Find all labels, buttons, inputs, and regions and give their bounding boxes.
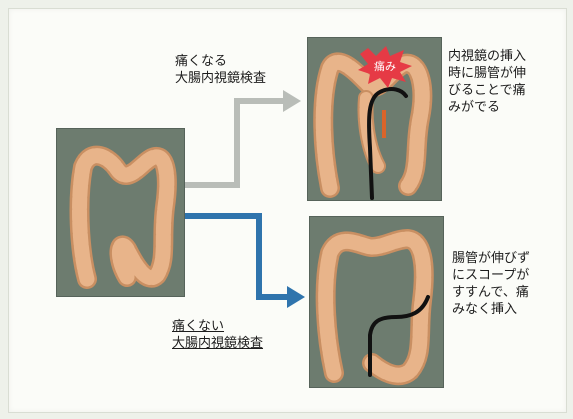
pain-label: 痛み: [374, 59, 396, 73]
colon-panel-painful: 痛み: [307, 37, 442, 201]
arrow-to-painful: [183, 101, 285, 185]
description-line: にスコープが: [452, 267, 557, 284]
label-painless-line1: 痛くない: [172, 318, 263, 335]
description-line: みなく挿入: [452, 301, 557, 318]
label-painless-line2: 大腸内視鏡検査: [172, 335, 263, 352]
label-painful-line2: 大腸内視鏡検査: [175, 70, 266, 87]
description-line: 時に腸管が伸: [448, 65, 558, 82]
description-painful: 内視鏡の挿入 時に腸管が伸 びることで痛 みがでる: [448, 48, 558, 116]
arrow-head-painful: [283, 90, 301, 112]
label-painful-exam: 痛くなる 大腸内視鏡検査: [175, 53, 266, 87]
colon-panel-painless: [309, 216, 444, 388]
colon-illustration-relaxed: [310, 217, 443, 387]
description-line: みがでる: [448, 99, 558, 116]
description-line: びることで痛: [448, 82, 558, 99]
description-painless: 腸管が伸びず にスコープが すすんで、痛 みなく挿入: [452, 250, 557, 318]
description-line: 内視鏡の挿入: [448, 48, 558, 65]
description-line: すすんで、痛: [452, 284, 557, 301]
arrow-head-painless: [287, 286, 305, 308]
colon-illustration-stretched: 痛み: [308, 38, 441, 200]
colon-illustration: [57, 129, 184, 296]
label-painful-line1: 痛くなる: [175, 53, 266, 70]
arrow-to-painless: [183, 216, 289, 297]
description-line: 腸管が伸びず: [452, 250, 557, 267]
label-painless-exam: 痛くない 大腸内視鏡検査: [172, 318, 263, 352]
colon-panel-original: [56, 128, 185, 297]
